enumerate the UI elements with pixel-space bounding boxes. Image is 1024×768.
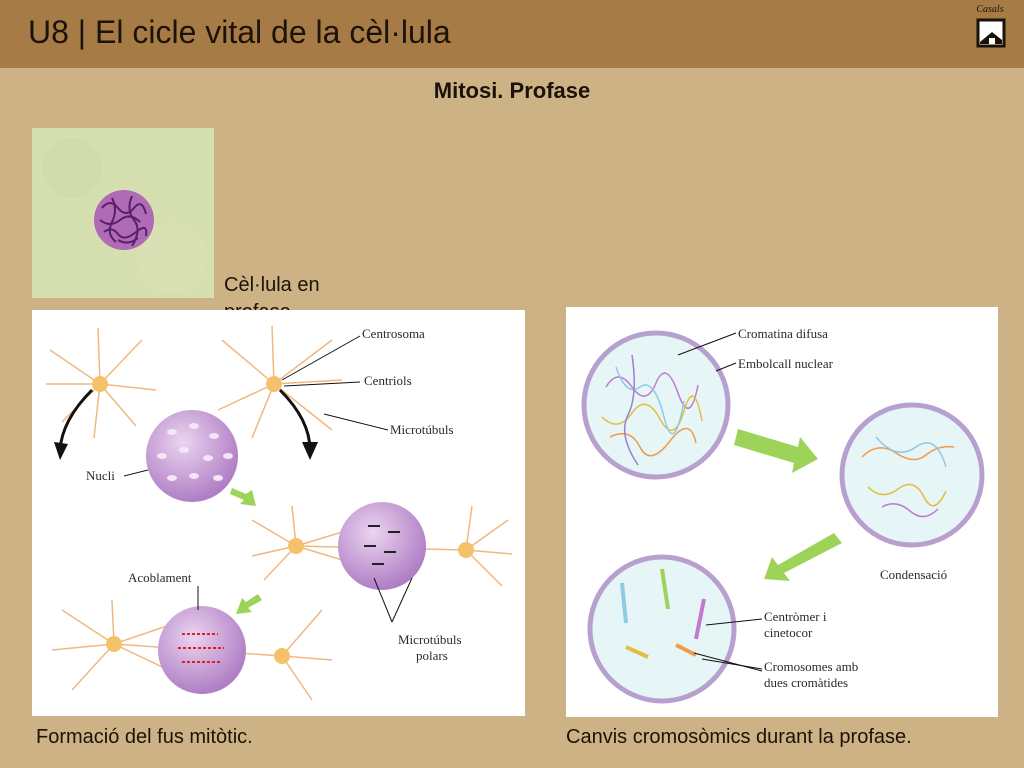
label-cromosomes-2: dues cromàtides [764,675,848,690]
label-acoblament: Acoblament [128,570,192,585]
label-embolcall: Embolcall nuclear [738,356,834,371]
centrosome-2 [266,376,282,392]
centrosome-1 [92,376,108,392]
label-condensacio: Condensació [880,567,947,582]
label-centrosoma: Centrosoma [362,326,425,341]
label-microtubuls-polars-1: Microtúbuls [398,632,462,647]
home-icon[interactable] [970,16,1010,52]
label-cromosomes-1: Cromosomes amb [764,659,858,674]
brand-logo[interactable]: Casals [970,4,1010,54]
fig-left-caption: Formació del fus mitòtic. [36,726,253,748]
label-nucli: Nucli [86,468,115,483]
chromosome-changes-figure: Cromatina difusa Embolcall nuclear Conde… [566,307,998,717]
header-bar: U8 | El cicle vital de la cèl·lula Casal… [0,0,1024,68]
spindle-formation-figure: Centrosoma Centriols Microtúbuls Nucli A… [32,310,525,716]
label-cromatina: Cromatina difusa [738,326,828,341]
nucleus-2 [338,502,426,590]
slide-subtitle: Mitosi. Profase [433,78,591,103]
aster-top-left [46,327,157,439]
aster-top-right [217,325,343,439]
label-microtubuls-polars-2: polars [416,648,448,663]
fig-right-caption: Canvis cromosòmics durant la profase. [566,726,912,748]
label-centromer-2: cinetocor [764,625,813,640]
label-microtubuls: Microtúbuls [390,422,454,437]
prophase-cell-photo [32,128,214,298]
nucleus-3 [158,606,246,694]
label-centromer-1: Centròmer i [764,609,827,624]
label-centriols: Centriols [364,373,412,388]
brand-name: Casals [976,4,1004,15]
page-title: U8 | El cicle vital de la cèl·lula [28,14,451,50]
